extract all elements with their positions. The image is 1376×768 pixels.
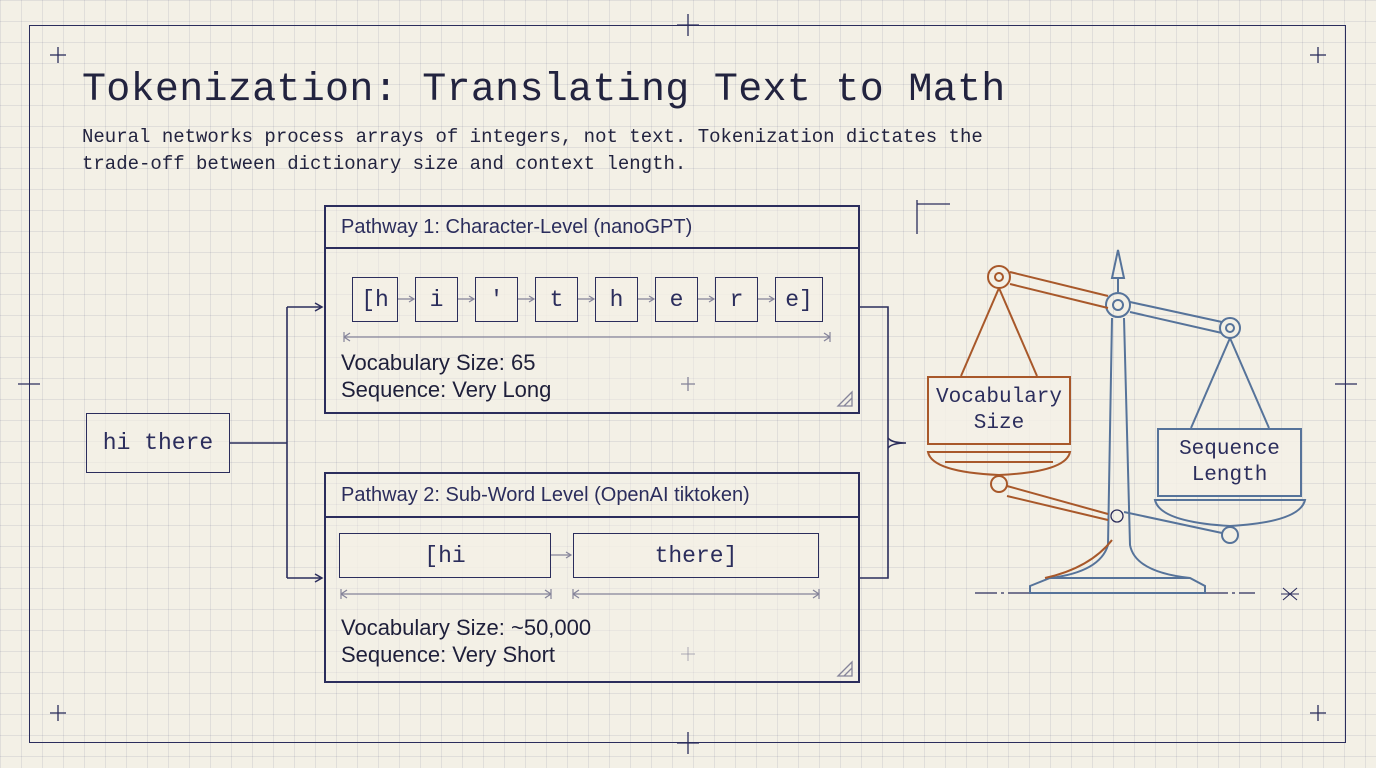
page-title: Tokenization: Translating Text to Math xyxy=(82,68,1006,113)
crosshair-marks xyxy=(18,14,1357,754)
pathway-1-header: Pathway 1: Character-Level (nanoGPT) xyxy=(326,207,858,249)
pathway-1-panel: Pathway 1: Character-Level (nanoGPT) Voc… xyxy=(324,205,860,414)
char-token: t xyxy=(535,277,578,322)
char-token: r xyxy=(715,277,758,322)
subword-token: [hi xyxy=(339,533,551,578)
char-token: [h xyxy=(352,277,398,322)
char-token: i xyxy=(415,277,458,322)
scale-label-vocabulary-size: Vocabulary Size xyxy=(927,376,1071,445)
char-token: h xyxy=(595,277,638,322)
page-subtitle: Neural networks process arrays of intege… xyxy=(82,126,983,175)
char-token: e xyxy=(655,277,698,322)
char-token: ' xyxy=(475,277,518,322)
char-token: e] xyxy=(775,277,823,322)
scale-label-sequence-length: Sequence Length xyxy=(1157,428,1302,497)
pathway-2-header: Pathway 2: Sub-Word Level (OpenAI tiktok… xyxy=(326,474,858,518)
pathway-2-sequence: Sequence: Very Short xyxy=(341,642,556,667)
pathway-1-vocab-size: Vocabulary Size: 65 xyxy=(341,350,536,375)
input-text-box: hi there xyxy=(86,413,230,473)
balance-scale-illustration xyxy=(926,249,1307,601)
pathway-1-sequence: Sequence: Very Long xyxy=(341,377,552,402)
subword-token: there] xyxy=(573,533,819,578)
pathway-2-vocab-size: Vocabulary Size: ~50,000 xyxy=(341,615,592,640)
